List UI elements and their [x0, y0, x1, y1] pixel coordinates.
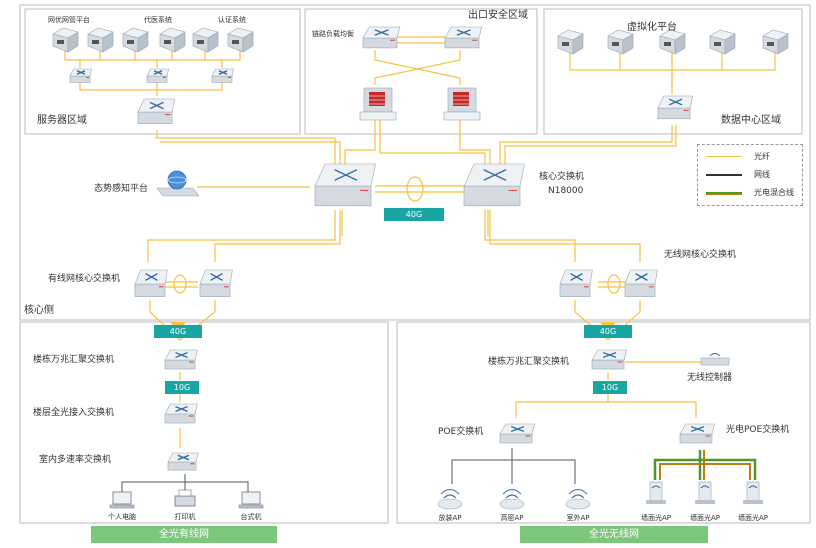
server-zone-label: 服务器区域: [37, 115, 87, 126]
endpoint-label: 台式机: [240, 513, 262, 521]
ap-icon: [437, 489, 463, 510]
server-icon: [557, 29, 584, 55]
legend-item-hybrid: 光电混合线: [706, 187, 798, 199]
core-switch-icon: [314, 163, 376, 207]
multi-rate-switch-label: 室内多速率交换机: [39, 455, 112, 465]
core-switch-label: 核心交换机: [539, 172, 585, 182]
firewall-icon: [359, 87, 397, 121]
switch-icon: [624, 269, 658, 297]
ap-label: 墙面光AP: [640, 514, 672, 522]
server-icon: [192, 27, 219, 53]
server-zone-frame: [24, 8, 301, 135]
server-icon: [87, 27, 114, 53]
core-switch-icon: [463, 163, 525, 207]
wireless-40g-badge: 40G: [584, 325, 632, 338]
core-switch-model: N18000: [548, 186, 584, 196]
server-group-label: 认证系统: [218, 16, 246, 24]
ap-label: 墙面光AP: [737, 514, 769, 522]
switch-icon: [137, 98, 176, 124]
poe-switch-label: POE交换机: [438, 427, 484, 437]
server-icon: [52, 27, 79, 53]
core-side-label: 核心侧: [24, 305, 54, 316]
wired-agg-switch-label: 楼栋万兆汇聚交换机: [33, 355, 115, 365]
wall-ap-icon: [695, 481, 715, 504]
server-icon: [159, 27, 186, 53]
switch-icon: [499, 423, 535, 444]
virtualization-label: 虚拟化平台: [627, 22, 677, 33]
legend-swatch: [706, 192, 742, 195]
switch-icon: [167, 452, 199, 471]
exit-zone-label: 出口安全区域: [468, 10, 528, 21]
switch-icon: [591, 349, 627, 370]
core-40g-badge: 40G: [384, 208, 444, 221]
wireless-agg-switch-label: 楼栋万兆汇聚交换机: [488, 357, 570, 367]
server-group-label: 网优网管平台: [48, 16, 90, 24]
legend-label: 光纤: [754, 152, 770, 161]
switch-icon: [69, 68, 92, 83]
switch-icon: [559, 269, 593, 297]
wired-core-label: 有线网核心交换机: [48, 274, 121, 284]
situation-platform-icon: [156, 170, 200, 197]
legend: 光纤 网线 光电混合线: [697, 144, 803, 206]
switch-icon: [146, 68, 169, 83]
server-icon: [607, 29, 634, 55]
switch-icon: [164, 349, 198, 370]
outer-frame: [19, 4, 811, 321]
switch-icon: [444, 26, 483, 49]
server-icon: [227, 27, 254, 53]
legend-item-fiber: 光纤: [706, 151, 798, 163]
load-balancer-label: 链路负载均衡: [312, 30, 354, 38]
legend-swatch: [706, 156, 742, 157]
wall-ap-icon: [646, 481, 666, 504]
wired-40g-badge: 40G: [154, 325, 202, 338]
wired-zone-frame: [19, 321, 389, 524]
firewall-icon: [443, 87, 481, 121]
legend-swatch: [706, 174, 742, 176]
switch-icon: [164, 403, 198, 424]
exit-zone-frame: [304, 8, 538, 135]
switch-icon: [199, 269, 233, 297]
endpoint-label: 个人电脑: [108, 513, 136, 521]
situation-platform-label: 态势感知平台: [94, 184, 149, 194]
wireless-banner: 全光无线网: [520, 526, 708, 543]
wireless-core-label: 无线网核心交换机: [664, 250, 737, 260]
ap-label: 放装AP: [438, 514, 462, 522]
wired-10g-badge: 10G: [165, 381, 199, 394]
datacenter-zone-frame: [543, 8, 803, 135]
endpoint-label: 打印机: [174, 513, 196, 521]
server-icon: [122, 27, 149, 53]
wireless-controller-icon: [700, 353, 730, 366]
ap-label: 高密AP: [500, 514, 524, 522]
datacenter-zone-label: 数据中心区域: [721, 115, 781, 126]
legend-label: 光电混合线: [754, 188, 794, 197]
server-icon: [709, 29, 736, 55]
ap-icon: [565, 489, 591, 510]
wired-access-switch-label: 楼层全光接入交换机: [33, 408, 115, 418]
wall-ap-icon: [743, 481, 763, 504]
wireless-10g-badge: 10G: [593, 381, 627, 394]
switch-icon: [679, 423, 715, 444]
legend-item-cable: 网线: [706, 169, 798, 181]
ap-label: 墙面光AP: [689, 514, 721, 522]
switch-icon: [134, 269, 168, 297]
wired-banner: 全光有线网: [91, 526, 277, 543]
ap-label: 室外AP: [566, 514, 590, 522]
wireless-controller-label: 无线控制器: [687, 373, 733, 383]
server-icon: [659, 29, 686, 55]
server-group-label: 代医系统: [144, 16, 172, 24]
ap-icon: [499, 489, 525, 510]
switch-icon: [211, 68, 234, 83]
desktop-icon: [238, 491, 264, 509]
legend-label: 网线: [754, 170, 770, 179]
pc-icon: [109, 491, 135, 509]
server-icon: [762, 29, 789, 55]
switch-icon: [362, 26, 401, 49]
opto-poe-switch-label: 光电POE交换机: [726, 425, 790, 435]
switch-icon: [657, 95, 693, 120]
printer-icon: [174, 489, 196, 507]
